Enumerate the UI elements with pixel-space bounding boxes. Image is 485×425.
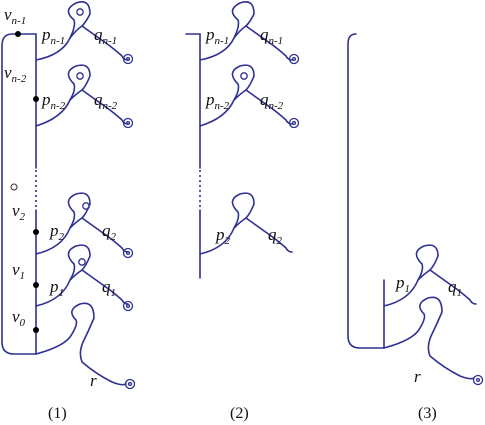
vertex-dot-1 — [33, 282, 39, 288]
label-p-1: p1 — [49, 277, 64, 299]
label-p-n-2: pn-2 — [41, 90, 66, 112]
panel-1-loop-2 — [35, 192, 134, 259]
caption-panel-2: (2) — [230, 405, 249, 422]
label-q-1: q1 — [102, 277, 116, 299]
label-p-1: p1 — [395, 273, 410, 295]
vertex-label-1: v1 — [12, 260, 25, 282]
panel-2-loop-n-2 — [199, 64, 300, 129]
label-q-n-1: qn-1 — [260, 25, 283, 47]
caption-panel-3: (3) — [418, 405, 437, 422]
caption-panel-1: (1) — [48, 405, 67, 422]
panel-1: vn-1 vn-2 v2 v1 v0 pn-1 qn-1 pn-2 qn-2 p… — [1, 1, 136, 422]
vertex-dot-n-1 — [15, 31, 21, 37]
panel-1-loop-n-1 — [35, 1, 134, 65]
panel-2-loop-n-1 — [199, 1, 300, 65]
label-p-n-1: pn-1 — [205, 25, 229, 47]
label-q-n-1: qn-1 — [94, 25, 117, 47]
label-p-2: p2 — [215, 225, 231, 247]
label-r: r — [90, 371, 97, 390]
label-p-n-2: pn-2 — [205, 90, 230, 112]
panel-1-loop-n-2 — [35, 64, 134, 129]
panel-3-root-loop — [383, 296, 484, 386]
label-r: r — [414, 367, 421, 386]
label-q-2: q2 — [268, 225, 283, 247]
vertex-dot-0 — [33, 327, 39, 333]
panel-2: pn-1 qn-1 pn-2 qn-2 p2 q2 (2) — [185, 1, 300, 422]
vertex-dot-n-2 — [33, 96, 39, 102]
label-q-n-2: qn-2 — [94, 90, 118, 112]
label-q-2: q2 — [102, 221, 117, 243]
vertex-dot-2 — [33, 229, 39, 235]
label-q-1: q1 — [448, 277, 462, 299]
vertex-label-n-2: vn-2 — [4, 63, 27, 85]
hollow-marker — [10, 183, 18, 191]
vertex-label-n-1: vn-1 — [4, 5, 26, 27]
label-p-2: p2 — [49, 221, 65, 243]
panel-3-outer-spine — [347, 33, 385, 349]
label-p-n-1: pn-1 — [41, 25, 65, 47]
vertex-label-2: v2 — [12, 201, 26, 223]
vertex-label-0: v0 — [12, 307, 26, 329]
panel-3-loop-1 — [383, 244, 477, 307]
panel-2-loop-2 — [199, 192, 293, 255]
panel-1-loop-1 — [35, 244, 134, 312]
panel-1-outer-spine — [1, 33, 37, 355]
label-q-n-2: qn-2 — [260, 90, 284, 112]
panel-3: p1 q1 r (3) — [347, 33, 484, 422]
panel-1-root-loop — [35, 302, 136, 390]
